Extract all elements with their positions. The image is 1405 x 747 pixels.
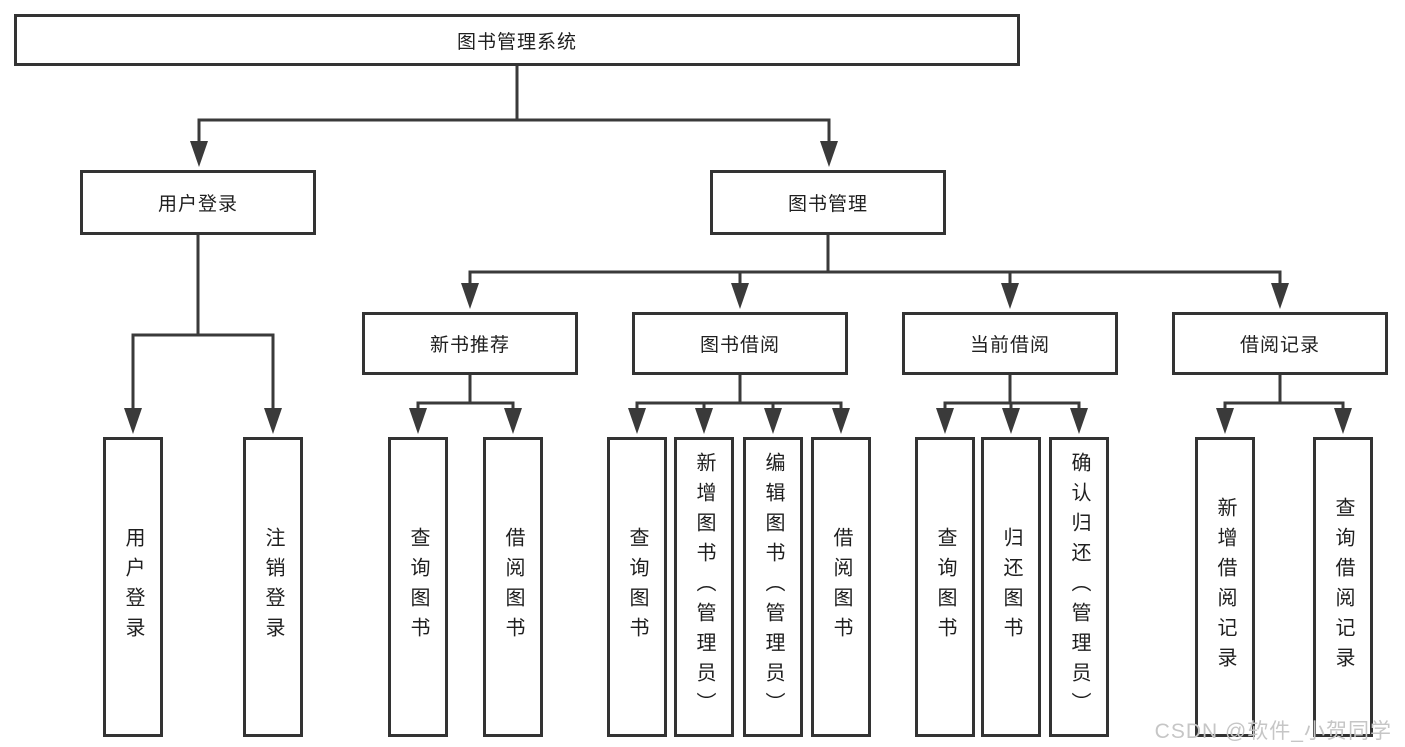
node-book-borrow: 图书借阅 (632, 312, 848, 375)
leaf-query-borrow-record: 查询借阅记录 (1313, 437, 1373, 737)
node-user-login: 用户登录 (80, 170, 316, 235)
leaf-label: 新增借阅记录 (1214, 497, 1236, 677)
leaf-label: 归还图书 (1000, 527, 1022, 647)
leaf-label: 查询图书 (934, 527, 956, 647)
leaf-edit-books-admin: 编辑图书（管理员） (743, 437, 803, 737)
node-book-management: 图书管理 (710, 170, 946, 235)
leaf-query-books-borrow: 查询图书 (607, 437, 667, 737)
node-current-borrow: 当前借阅 (902, 312, 1118, 375)
leaf-confirm-return-admin: 确认归还（管理员） (1049, 437, 1109, 737)
leaf-query-books-recommend: 查询图书 (388, 437, 448, 737)
arrowhead-icons (124, 141, 1352, 434)
leaf-label: 查询图书 (407, 527, 429, 647)
leaf-label: 确认归还（管理员） (1068, 452, 1090, 722)
leaf-label: 新增图书（管理员） (693, 452, 715, 722)
leaf-label: 借阅图书 (502, 527, 524, 647)
node-library-management-system: 图书管理系统 (14, 14, 1020, 66)
node-borrow-records: 借阅记录 (1172, 312, 1388, 375)
leaf-logout-login: 注销登录 (243, 437, 303, 737)
leaf-label: 编辑图书（管理员） (762, 452, 784, 722)
leaf-borrow-books-borrow: 借阅图书 (811, 437, 871, 737)
leaf-label: 注销登录 (262, 527, 284, 647)
leaf-label: 用户登录 (122, 527, 144, 647)
leaf-borrow-books-recommend: 借阅图书 (483, 437, 543, 737)
leaf-query-books-current: 查询图书 (915, 437, 975, 737)
node-new-book-recommend: 新书推荐 (362, 312, 578, 375)
csdn-watermark: CSDN @软件_小贺同学 (1154, 720, 1392, 743)
leaf-label: 借阅图书 (830, 527, 852, 647)
leaf-add-borrow-record: 新增借阅记录 (1195, 437, 1255, 737)
leaf-label: 查询借阅记录 (1332, 497, 1354, 677)
leaf-label: 查询图书 (626, 527, 648, 647)
leaf-add-books-admin: 新增图书（管理员） (674, 437, 734, 737)
leaf-user-login: 用户登录 (103, 437, 163, 737)
leaf-return-books: 归还图书 (981, 437, 1041, 737)
